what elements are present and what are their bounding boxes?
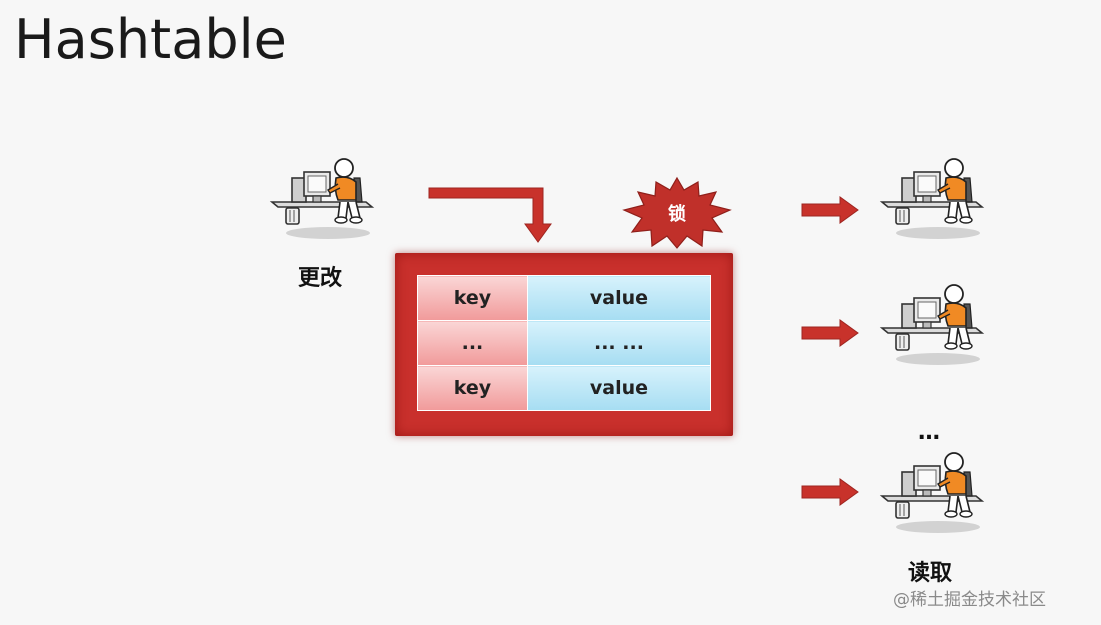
page-title: Hashtable xyxy=(14,8,287,71)
table-row: key value xyxy=(417,275,712,321)
lock-burst-icon xyxy=(622,176,732,249)
value-cell: value xyxy=(526,275,712,321)
lock-badge: 锁 xyxy=(620,176,734,255)
write-arrow-icon xyxy=(428,187,552,243)
key-cell: key xyxy=(417,365,528,411)
read-arrow-icon xyxy=(801,478,859,506)
value-cell: ... ... xyxy=(526,320,712,366)
lock-label: 锁 xyxy=(668,204,686,225)
reader-person-icon xyxy=(878,284,988,366)
read-arrow-icon xyxy=(801,319,859,347)
table-row: key value xyxy=(417,365,712,411)
read-arrow-icon xyxy=(801,196,859,224)
reader-person-icon xyxy=(878,452,988,534)
key-value-table: key value ... ... ... key value xyxy=(417,275,712,411)
readers-ellipsis: … xyxy=(918,420,940,445)
table-row: ... ... ... xyxy=(417,320,712,366)
key-cell: key xyxy=(417,275,528,321)
reader-label: 读取 xyxy=(908,561,953,586)
watermark: @稀土掘金技术社区 xyxy=(893,590,1046,610)
writer-label: 更改 xyxy=(298,266,343,291)
hashtable-container: key value ... ... ... key value xyxy=(395,253,733,436)
key-cell: ... xyxy=(417,320,528,366)
writer-person-icon xyxy=(268,158,378,240)
value-cell: value xyxy=(526,365,712,411)
reader-person-icon xyxy=(878,158,988,240)
